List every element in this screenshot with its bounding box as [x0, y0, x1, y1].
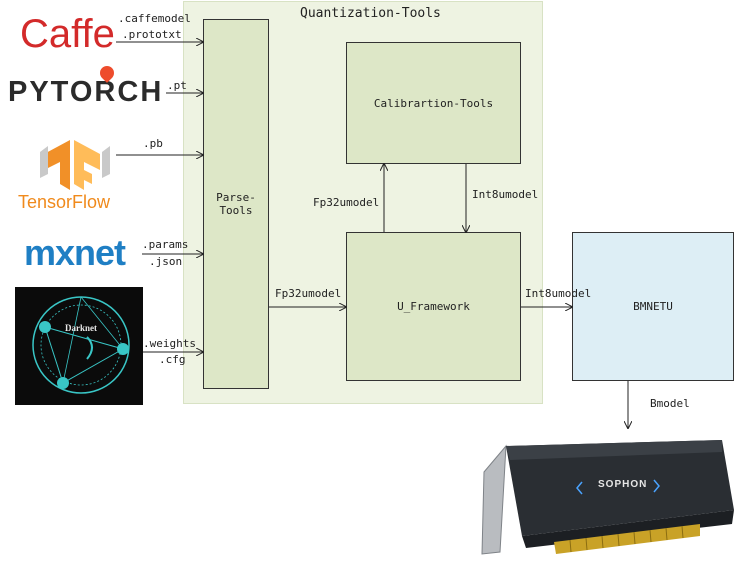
darknet-emblem-icon [32, 296, 130, 394]
darknet-ext-weights: .weights [143, 337, 196, 350]
caffe-ext-prototxt: .prototxt [122, 28, 182, 41]
region-title: Quantization-Tools [300, 6, 441, 21]
pytorch-logo-text: PYTORCH [8, 76, 164, 108]
caffe-logo: Caffe [20, 12, 115, 56]
bmnetu-label: BMNETU [633, 300, 673, 313]
darknet-ext-cfg: .cfg [159, 353, 186, 366]
uframe-to-calib-label: Fp32umodel [313, 196, 380, 209]
tensorflow-logo: TensorFlow [18, 140, 118, 214]
parse-to-uframe-label: Fp32umodel [275, 287, 342, 300]
u-framework-box: U_Framework [346, 232, 521, 381]
accelerator-card-icon [481, 440, 734, 555]
calibration-tools-label: Calibrartion-Tools [373, 96, 494, 110]
sophon-brand-label: SOPHON [598, 479, 648, 490]
bmnetu-to-device-label: Bmodel [650, 397, 690, 410]
sophon-accelerator-card: SOPHON [470, 432, 740, 560]
uframe-to-bmnetu-label: Int8umodel [525, 287, 592, 300]
tensorflow-logo-text: TensorFlow [18, 192, 111, 212]
calibration-tools-box: Calibrartion-Tools [346, 42, 521, 164]
darknet-logo: Darknet [15, 287, 143, 405]
mxnet-ext-json: .json [149, 255, 183, 268]
pytorch-logo: PYTORCH [8, 63, 168, 110]
parse-tools-label-line1: Parse- [216, 191, 256, 204]
calib-to-uframe-label: Int8umodel [472, 188, 539, 201]
parse-tools-box: Parse- Tools [203, 19, 269, 389]
mxnet-ext-params: .params [142, 238, 189, 251]
bmnetu-box: BMNETU [572, 232, 734, 381]
u-framework-label: U_Framework [397, 300, 470, 313]
parse-tools-label-line2: Tools [219, 204, 253, 217]
darknet-logo-text: Darknet [65, 323, 97, 333]
mxnet-logo: mxnet [24, 232, 126, 273]
tensorflow-ext-pb: .pb [143, 137, 163, 150]
tensorflow-icon [40, 140, 110, 190]
caffe-ext-caffemodel: .caffemodel [118, 12, 191, 25]
pytorch-ext-pt: .pt [167, 79, 187, 92]
